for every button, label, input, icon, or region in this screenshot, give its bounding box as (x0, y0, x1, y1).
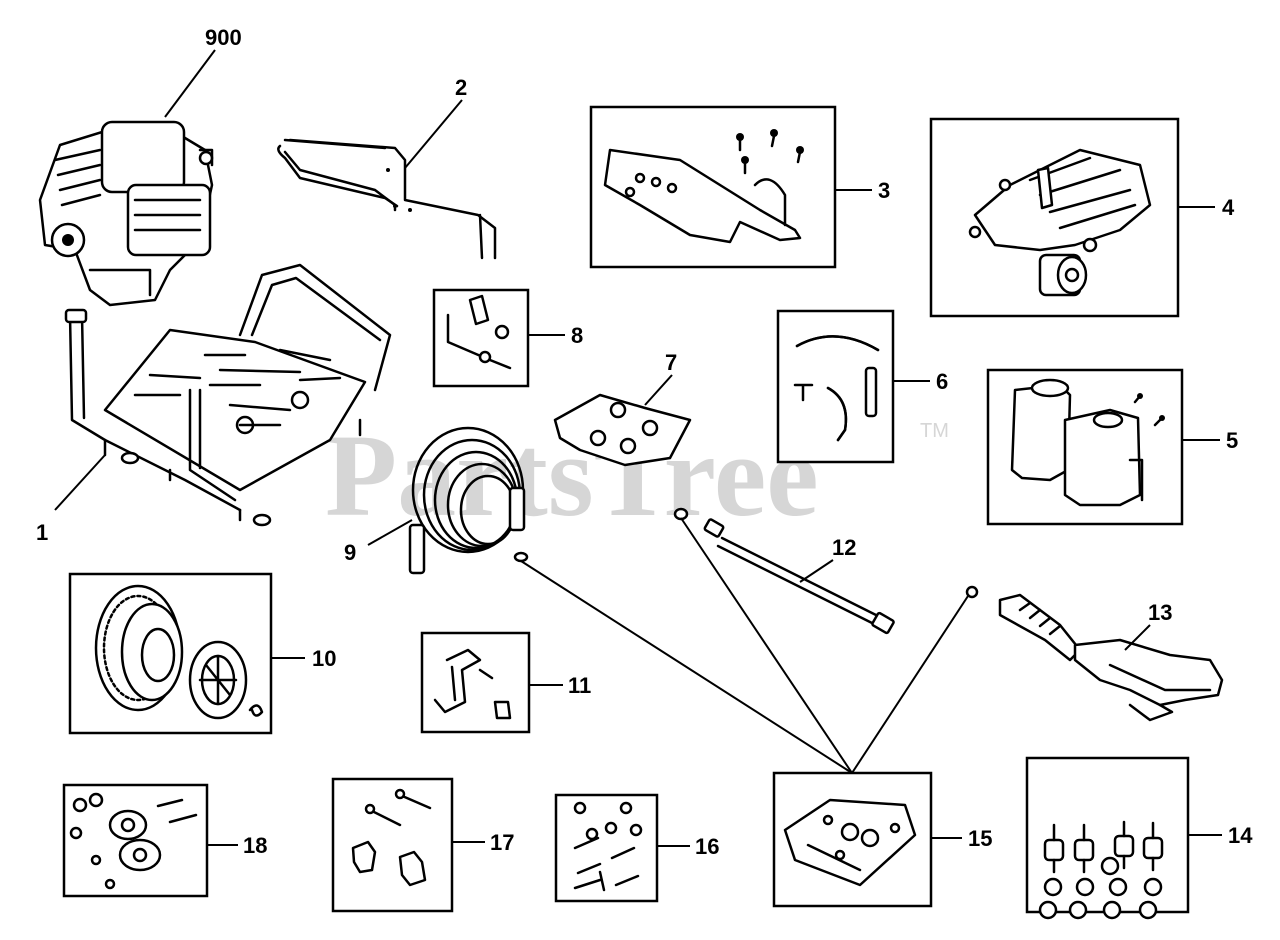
leader-9 (367, 519, 413, 546)
pump-bracket-icon[interactable] (603, 129, 804, 244)
engine-icon[interactable] (38, 120, 214, 307)
callout-16: 16 (695, 834, 719, 859)
callout-8: 8 (571, 323, 583, 348)
callout-5: 5 (1226, 428, 1238, 453)
spray-gun-icon[interactable] (965, 585, 1224, 722)
leader-2 (404, 99, 463, 169)
knob-bolt-kit-icon[interactable] (351, 788, 432, 887)
hardware-kit-icon[interactable] (573, 801, 643, 892)
box-17 (331, 777, 454, 913)
callout-11: 11 (568, 673, 591, 698)
callout-9: 9 (344, 540, 356, 565)
callout-15: 15 (968, 826, 992, 851)
callout-14: 14 (1228, 823, 1253, 848)
leader-7 (644, 374, 673, 406)
leader-15-a (520, 560, 853, 774)
wheel-kit-icon[interactable] (94, 584, 264, 720)
leader-1 (54, 454, 106, 511)
hose-hook-icon[interactable] (433, 648, 512, 720)
high-pressure-hose-icon[interactable] (408, 426, 529, 575)
watermark-tm: TM (920, 420, 949, 442)
lance-icon[interactable] (673, 507, 895, 635)
pump-icon[interactable] (968, 148, 1152, 297)
leader-13 (1124, 624, 1151, 651)
callout-7: 7 (665, 350, 677, 375)
callout-1: 1 (36, 520, 48, 545)
leader-15-b (680, 517, 853, 774)
callout-900: 900 (205, 25, 242, 50)
box-11 (420, 631, 531, 734)
handle-icon[interactable] (277, 138, 497, 260)
hose-kit-icon[interactable] (793, 335, 880, 442)
box-16 (554, 793, 659, 903)
detergent-tank-icon[interactable] (1010, 378, 1165, 507)
leader-12 (799, 559, 834, 583)
callout-10: 10 (312, 646, 336, 671)
callout-3: 3 (878, 178, 890, 203)
callout-12: 12 (832, 535, 856, 560)
callout-6: 6 (936, 369, 948, 394)
callout-17: 17 (490, 830, 514, 855)
wheel-hardware-icon[interactable] (69, 792, 198, 890)
bracket-kit-icon[interactable] (783, 798, 917, 887)
nozzle-pack-icon[interactable] (553, 393, 692, 467)
callout-2: 2 (455, 75, 467, 100)
callout-18: 18 (243, 833, 267, 858)
frame-base-icon[interactable] (64, 263, 392, 527)
isolator-kit-icon[interactable] (1038, 820, 1164, 920)
leader-15-c (851, 595, 969, 774)
leader-900 (164, 49, 216, 118)
callout-13: 13 (1148, 600, 1172, 625)
callout-4: 4 (1222, 195, 1235, 220)
handle-pin-icon[interactable] (446, 294, 512, 370)
